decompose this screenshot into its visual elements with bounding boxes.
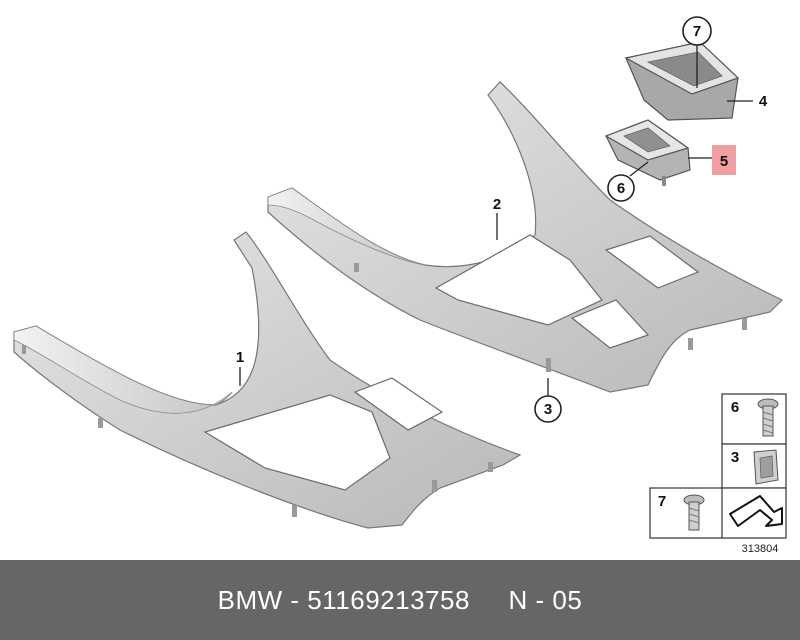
footer-bar: BMW - 51169213758 N - 05 [0,560,800,640]
small-tray-part-5 [604,119,691,186]
callout-7: 7 [693,23,701,40]
cutout-small-2a [570,299,650,349]
cutout-small-1 [353,377,444,431]
legend-clip-number: 3 [731,449,739,466]
legend-screw-b-number: 7 [658,493,666,510]
tray-opening [646,51,723,87]
trim-body-2 [267,81,784,393]
callout-1: 1 [236,349,244,366]
screw-icon-b [683,494,705,531]
callout-circle-6 [607,174,635,202]
clip-nut-icon [753,449,779,485]
callout-3: 3 [544,401,552,418]
fastener-legend: 6 3 7 [649,393,787,539]
screw-icon [757,398,779,437]
tab-1c [292,505,297,517]
callout-5: 5 [720,153,728,170]
console-trim-part-2 [267,81,784,393]
callout-6: 6 [617,180,625,197]
part-number-caption: BMW - 51169213758 N - 05 [217,585,583,615]
trim-edge-1 [13,325,233,414]
small-tray-opening [623,127,671,153]
trim-edge-2 [267,187,426,266]
tab-2b [546,358,551,372]
tab-2a [354,263,359,272]
leader-lines [239,45,753,396]
tab-2c [688,338,693,350]
callout-4: 4 [759,93,768,110]
cutout-large-2 [434,234,603,326]
orientation-arrow-icon [729,495,783,527]
tab-2d [742,318,747,330]
console-trim-part-1 [13,231,522,529]
callout-circle-7 [682,16,712,46]
tab-1b [98,418,103,428]
parts-diagram: 1 2 3 4 5 6 7 6 3 7 3 [13,16,787,555]
callout-2: 2 [493,196,501,213]
small-tray-tab [662,176,666,186]
tab-1a [22,345,26,354]
tab-1d [432,480,437,492]
storage-tray-part-4 [624,41,740,121]
callout-highlight-5 [712,145,736,175]
leader-6 [629,161,649,177]
cutout-small-2b [604,235,700,289]
cutout-large-1 [203,394,391,491]
reference-number: 313804 [742,543,779,555]
legend-screw-a-number: 6 [731,399,739,416]
tab-1e [488,462,493,472]
callout-circle-3 [534,395,562,423]
